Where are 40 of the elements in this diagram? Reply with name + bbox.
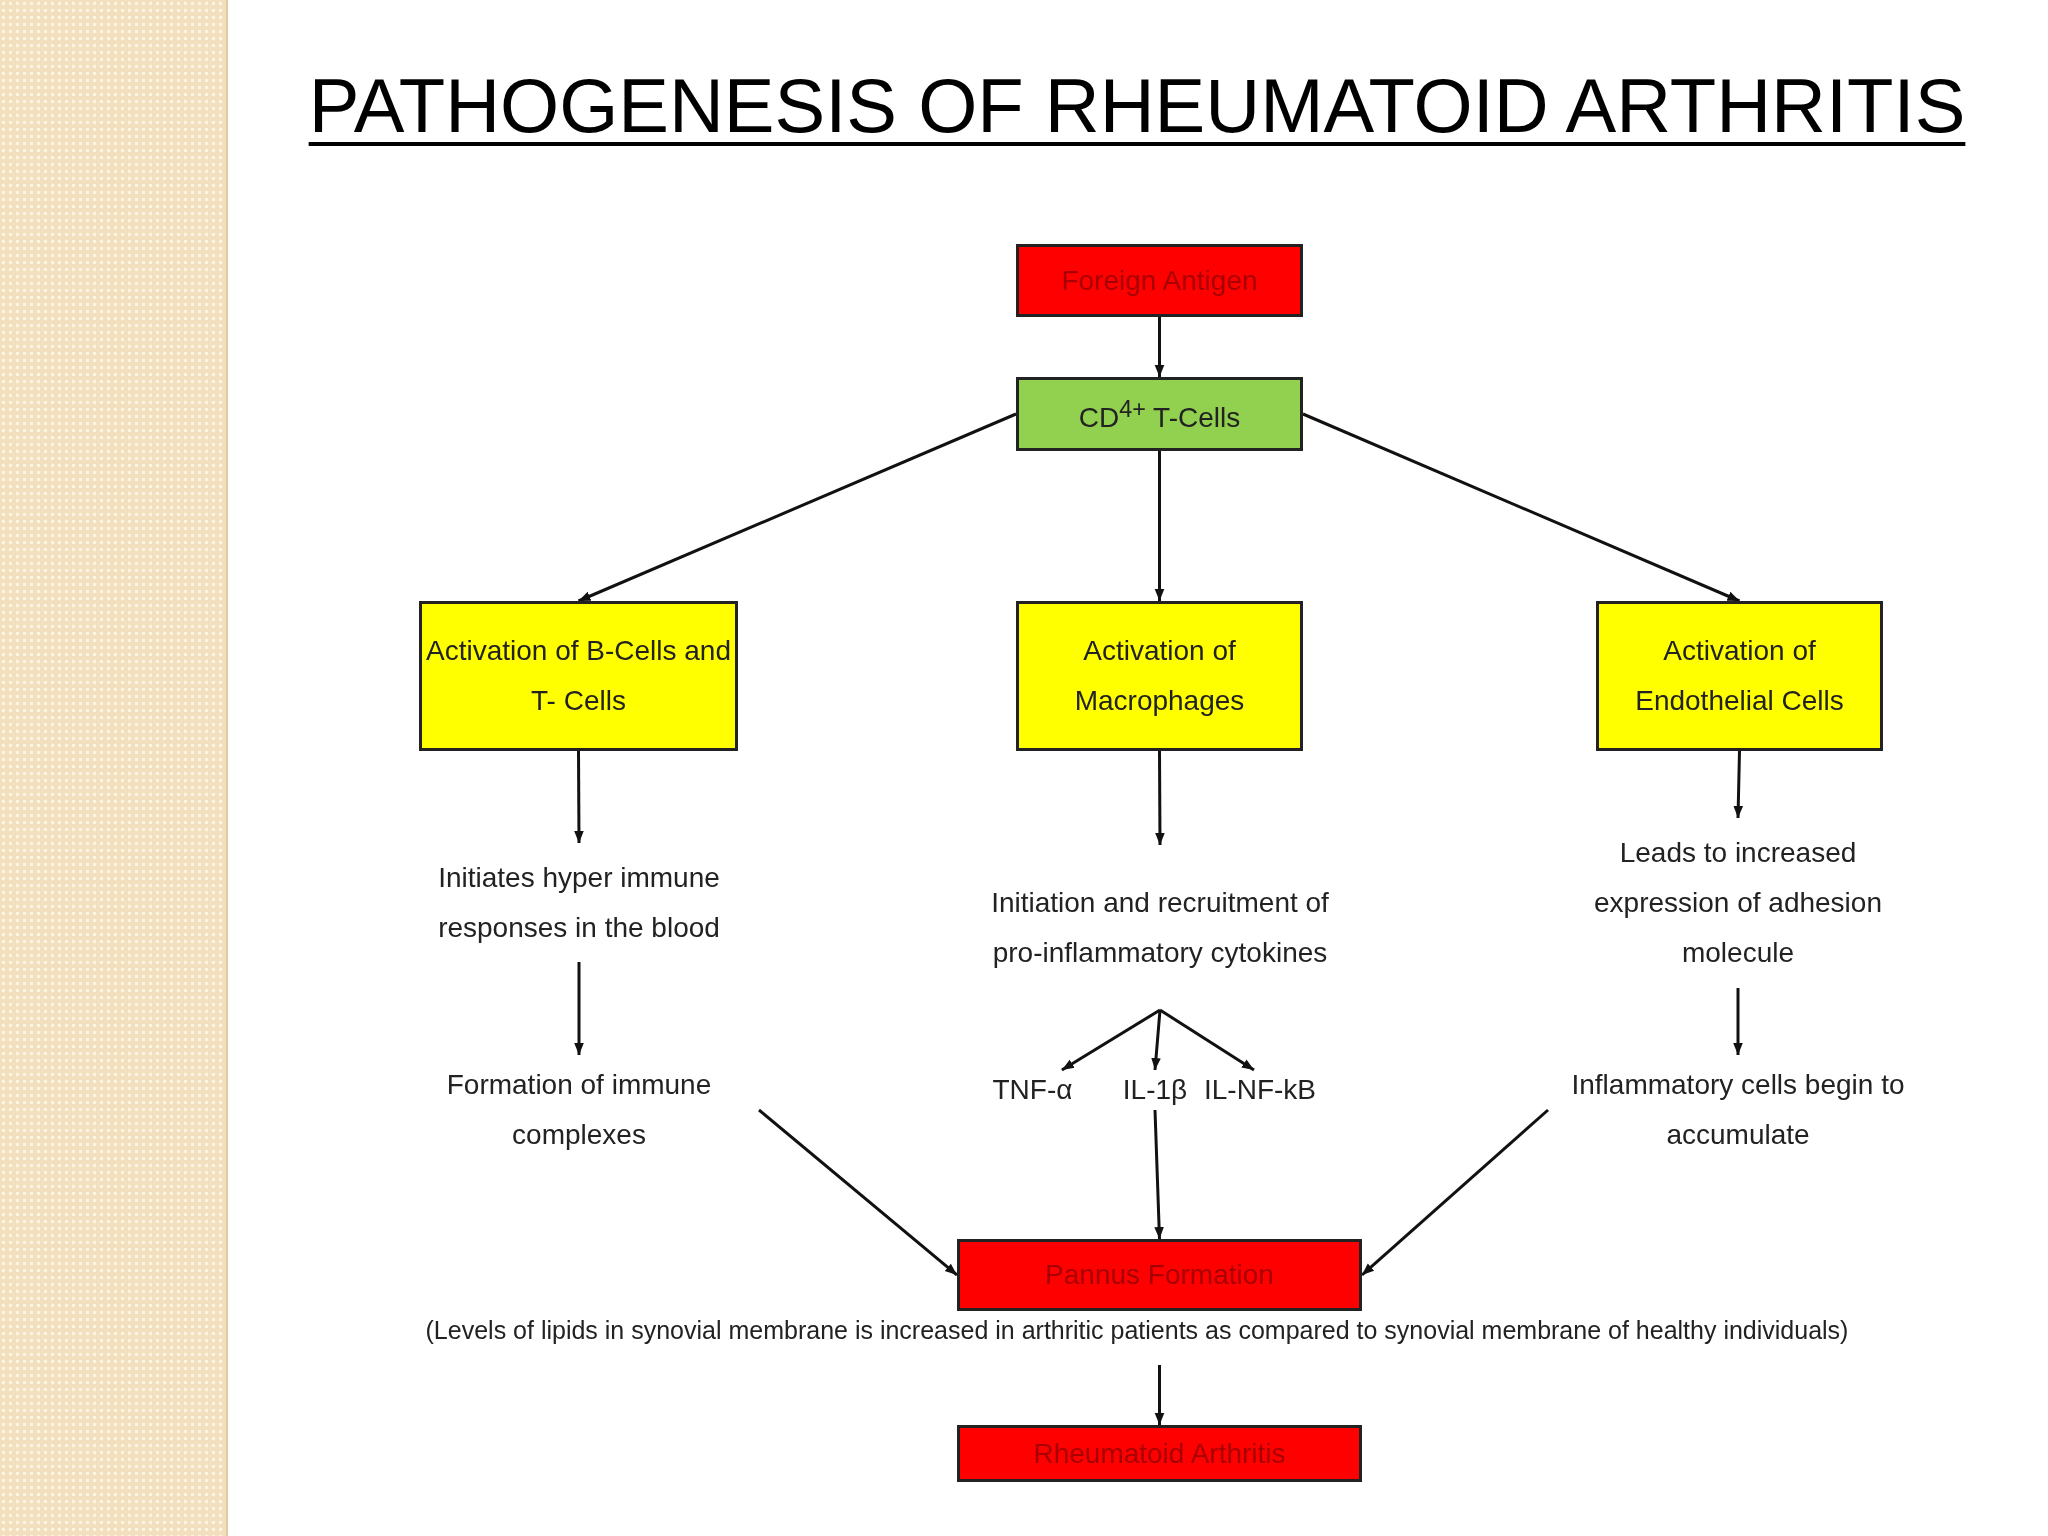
note-text: (Levels of lipids in synovial membrane is increased in arthritic patients as compared to synovial membrane of healthy individuals) — [424, 1316, 1850, 1345]
flow-text: IL-1β — [1110, 1070, 1200, 1110]
flow-text: IL-NF-kB — [1200, 1070, 1320, 1110]
arrow — [1302, 412, 1741, 603]
flow-text: Initiates hyper immune responses in the blood — [389, 843, 769, 962]
flow-text: Formation of immune complexes — [399, 1055, 759, 1165]
box-label: Foreign Antigen — [1061, 263, 1258, 298]
box-label: Rheumatoid Arthritis — [1033, 1436, 1286, 1471]
arrow — [1151, 1009, 1162, 1071]
arrow — [577, 412, 1017, 603]
process-box — [957, 1239, 1362, 1311]
process-box — [1596, 601, 1883, 751]
process-box — [1016, 244, 1303, 317]
box-label: Pannus Formation — [1045, 1258, 1274, 1292]
process-box — [1016, 377, 1303, 451]
arrow — [574, 962, 584, 1055]
arrow — [1154, 1365, 1165, 1425]
arrow — [1733, 988, 1743, 1055]
arrow — [574, 751, 584, 843]
box-label: Activation of B-Cells and T- Cells — [424, 634, 732, 718]
box-label: Activation of Endothelial Cells — [1634, 634, 1845, 718]
arrow — [1733, 750, 1744, 819]
flow-text: Initiation and recruitment of pro-inflammatory cytokines — [975, 845, 1345, 1010]
process-box — [957, 1425, 1362, 1482]
process-box — [419, 601, 738, 751]
arrow — [1155, 751, 1165, 845]
title: PATHOGENESIS OF RHEUMATOID ARTHRITIS — [307, 62, 1967, 149]
box-label: Activation of Macrophages — [1073, 634, 1246, 718]
box-label: CD$^{4+}$ T-Cells — [1078, 395, 1241, 436]
arrow — [1061, 1008, 1161, 1072]
arrow — [1361, 1108, 1549, 1277]
arrow — [758, 1108, 958, 1277]
arrow — [1153, 1109, 1164, 1240]
process-box — [1016, 601, 1303, 751]
flow-text: Inflammatory cells begin to accumulate — [1548, 1055, 1928, 1165]
flow-text: TNF-α — [980, 1070, 1085, 1110]
arrow — [1154, 317, 1165, 377]
arrow — [1154, 451, 1165, 601]
arrow — [1159, 1008, 1255, 1072]
flow-text: Leads to increased expression of adhesion molecule — [1568, 818, 1908, 988]
